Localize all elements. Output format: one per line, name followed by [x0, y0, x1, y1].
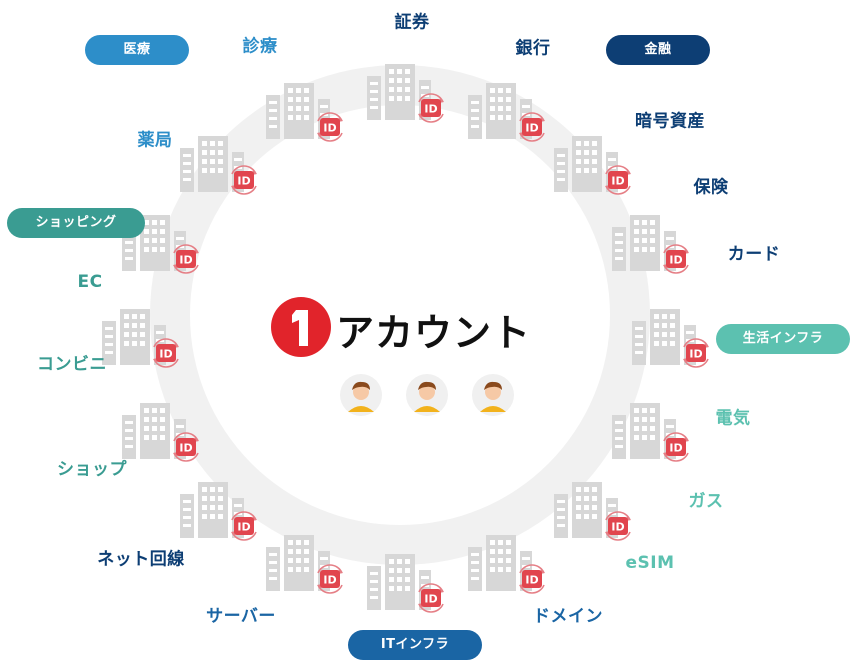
- id-badge-icon: ID: [233, 517, 254, 536]
- logo-text: アカウント: [336, 311, 532, 355]
- sync-arrows-icon: ID: [173, 244, 200, 274]
- sync-arrows-icon: ID: [418, 583, 444, 613]
- svg-text:ID: ID: [669, 441, 682, 454]
- building-with-id: ID: [365, 550, 449, 620]
- id-badge-icon: ID: [176, 250, 197, 269]
- id-badge-icon: ID: [421, 589, 441, 607]
- id-badge-icon: ID: [686, 344, 706, 362]
- label-yakkyoku: 薬局: [137, 130, 173, 151]
- label-card: カード: [727, 244, 781, 265]
- building-with-id: ID: [264, 79, 348, 149]
- building-icon: [179, 135, 244, 192]
- building-with-id: ID: [365, 60, 449, 130]
- id-badge-icon: ID: [176, 437, 197, 456]
- sync-arrows-icon: ID: [519, 564, 546, 595]
- sync-arrows-icon: ID: [418, 93, 444, 123]
- building-with-id: ID: [610, 399, 694, 469]
- building-with-id: ID: [120, 399, 204, 469]
- sync-arrows-icon: ID: [173, 432, 200, 462]
- svg-text:ID: ID: [689, 348, 702, 361]
- user-avatar-icon: [472, 374, 514, 416]
- number-one-icon: [271, 297, 331, 357]
- svg-text:ID: ID: [237, 174, 250, 187]
- id-badge-icon: ID: [608, 170, 629, 189]
- id-badge-icon: ID: [319, 117, 340, 136]
- id-badge-icon: ID: [319, 570, 340, 589]
- id-badge-icon: ID: [421, 99, 441, 117]
- svg-text:ID: ID: [669, 254, 682, 267]
- svg-text:ID: ID: [180, 441, 193, 454]
- pill-it-infra: ITインフラ: [348, 630, 482, 660]
- label-hoken: 保険: [693, 177, 729, 198]
- sync-arrows-icon: ID: [605, 511, 632, 541]
- building-icon: [611, 215, 676, 272]
- pill-shopping: ショッピング: [7, 208, 145, 238]
- building-with-id: ID: [264, 531, 348, 601]
- sync-arrows-icon: ID: [662, 244, 689, 274]
- label-angoshisan: 暗号資産: [635, 111, 705, 132]
- building-with-id: ID: [178, 132, 262, 202]
- svg-text:ID: ID: [159, 348, 172, 361]
- label-domain: ドメイン: [533, 606, 603, 627]
- building-icon: [367, 64, 431, 120]
- id-badge-icon: ID: [665, 437, 686, 456]
- svg-text:ID: ID: [180, 254, 193, 267]
- building-with-id: ID: [120, 211, 204, 281]
- pill-finance: 金融: [606, 35, 710, 65]
- id-badge-icon: ID: [665, 250, 686, 269]
- label-conbini: コンビニ: [37, 354, 107, 375]
- building-with-id: ID: [178, 478, 262, 548]
- sync-arrows-icon: ID: [683, 338, 709, 368]
- pill-life-infra: 生活インフラ: [716, 324, 850, 354]
- building-with-id: ID: [552, 132, 636, 202]
- svg-text:ID: ID: [237, 521, 250, 534]
- label-shop: ショップ: [57, 459, 127, 480]
- svg-text:ID: ID: [612, 174, 625, 187]
- label-denki: 電気: [715, 408, 751, 429]
- id-badge-icon: ID: [522, 117, 543, 136]
- label-ginko: 銀行: [515, 38, 551, 59]
- sync-arrows-icon: ID: [230, 511, 257, 541]
- user-avatar-icon: [340, 374, 382, 416]
- building-with-id: ID: [630, 305, 714, 375]
- sync-arrows-icon: ID: [230, 165, 257, 195]
- pill-medical: 医療: [85, 35, 189, 65]
- building-with-id: ID: [466, 79, 550, 149]
- sync-arrows-icon: ID: [605, 165, 632, 195]
- building-with-id: ID: [100, 305, 184, 375]
- user-avatar-icon: [406, 374, 448, 416]
- inner-ring: [190, 105, 610, 525]
- label-gas: ガス: [688, 491, 724, 512]
- id-badge-icon: ID: [233, 170, 254, 189]
- sync-arrows-icon: ID: [316, 111, 343, 142]
- label-shoken: 証券: [394, 12, 430, 33]
- id-badge-icon: ID: [522, 570, 543, 589]
- one-account-logo: アカウント: [270, 296, 560, 358]
- id-badge-icon: ID: [156, 344, 176, 362]
- label-shinryo: 診療: [242, 36, 278, 57]
- svg-text:ID: ID: [526, 574, 539, 587]
- label-server: サーバー: [206, 606, 276, 627]
- sync-arrows-icon: ID: [519, 111, 546, 142]
- svg-text:ID: ID: [323, 121, 336, 134]
- sync-arrows-icon: ID: [316, 564, 343, 595]
- svg-text:ID: ID: [424, 593, 437, 606]
- svg-text:ID: ID: [526, 121, 539, 134]
- building-with-id: ID: [466, 531, 550, 601]
- id-badge-icon: ID: [608, 517, 629, 536]
- building-icon: [179, 482, 244, 539]
- label-esim: eSIM: [625, 553, 675, 573]
- svg-text:ID: ID: [424, 103, 437, 116]
- sync-arrows-icon: ID: [662, 432, 689, 462]
- users-group: [340, 374, 520, 418]
- svg-text:ID: ID: [612, 521, 625, 534]
- label-ec: EC: [77, 272, 103, 292]
- label-net: ネット回線: [97, 549, 185, 570]
- svg-text:ID: ID: [323, 574, 336, 587]
- building-with-id: ID: [552, 478, 636, 548]
- sync-arrows-icon: ID: [153, 338, 179, 368]
- building-with-id: ID: [610, 211, 694, 281]
